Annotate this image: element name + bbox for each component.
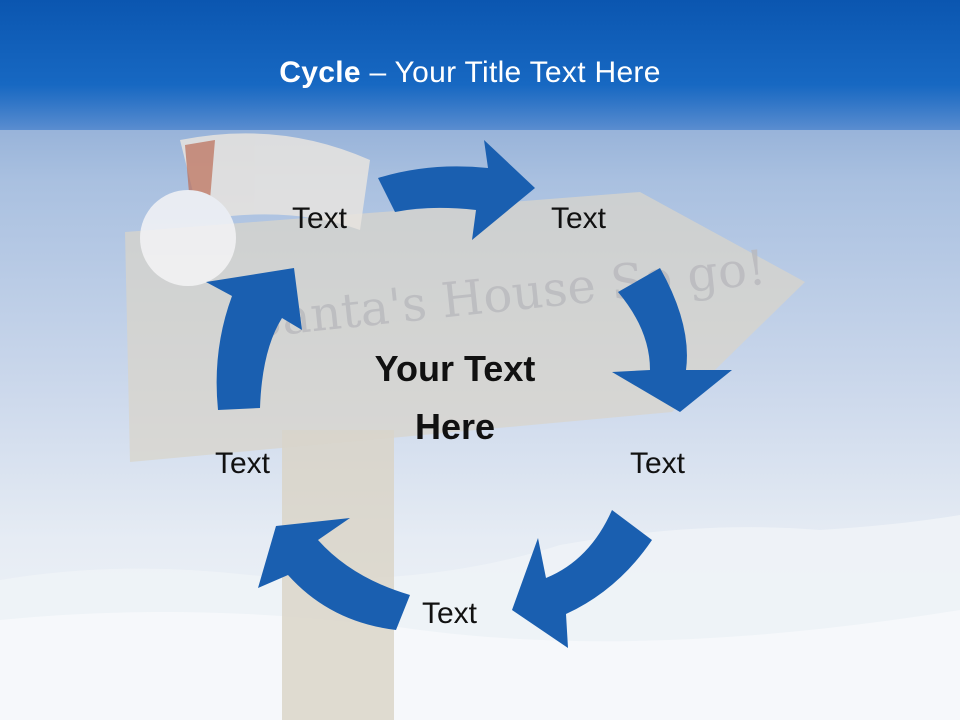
node-label-left: Text — [215, 447, 271, 480]
cycle-arrow-icon — [378, 140, 535, 240]
center-text: Your Text Here — [374, 348, 536, 447]
node-label-top-left: Text — [292, 202, 348, 235]
cycle-arrow-icon — [206, 268, 302, 410]
cycle-arrow-icon — [258, 518, 410, 630]
cycle-arrow-icon — [512, 510, 652, 648]
cycle-arrow-icon — [612, 268, 732, 412]
title-bar — [0, 0, 960, 130]
title-rest: – Your Title Text Here — [360, 56, 661, 89]
slide-title: Cycle – Your Title Text Here — [0, 56, 940, 90]
node-label-right: Text — [630, 447, 686, 480]
santa-hat-image — [140, 133, 370, 286]
title-bold: Cycle — [279, 56, 361, 89]
node-label-bottom: Text — [422, 597, 478, 630]
node-label-top-right: Text — [551, 202, 607, 235]
